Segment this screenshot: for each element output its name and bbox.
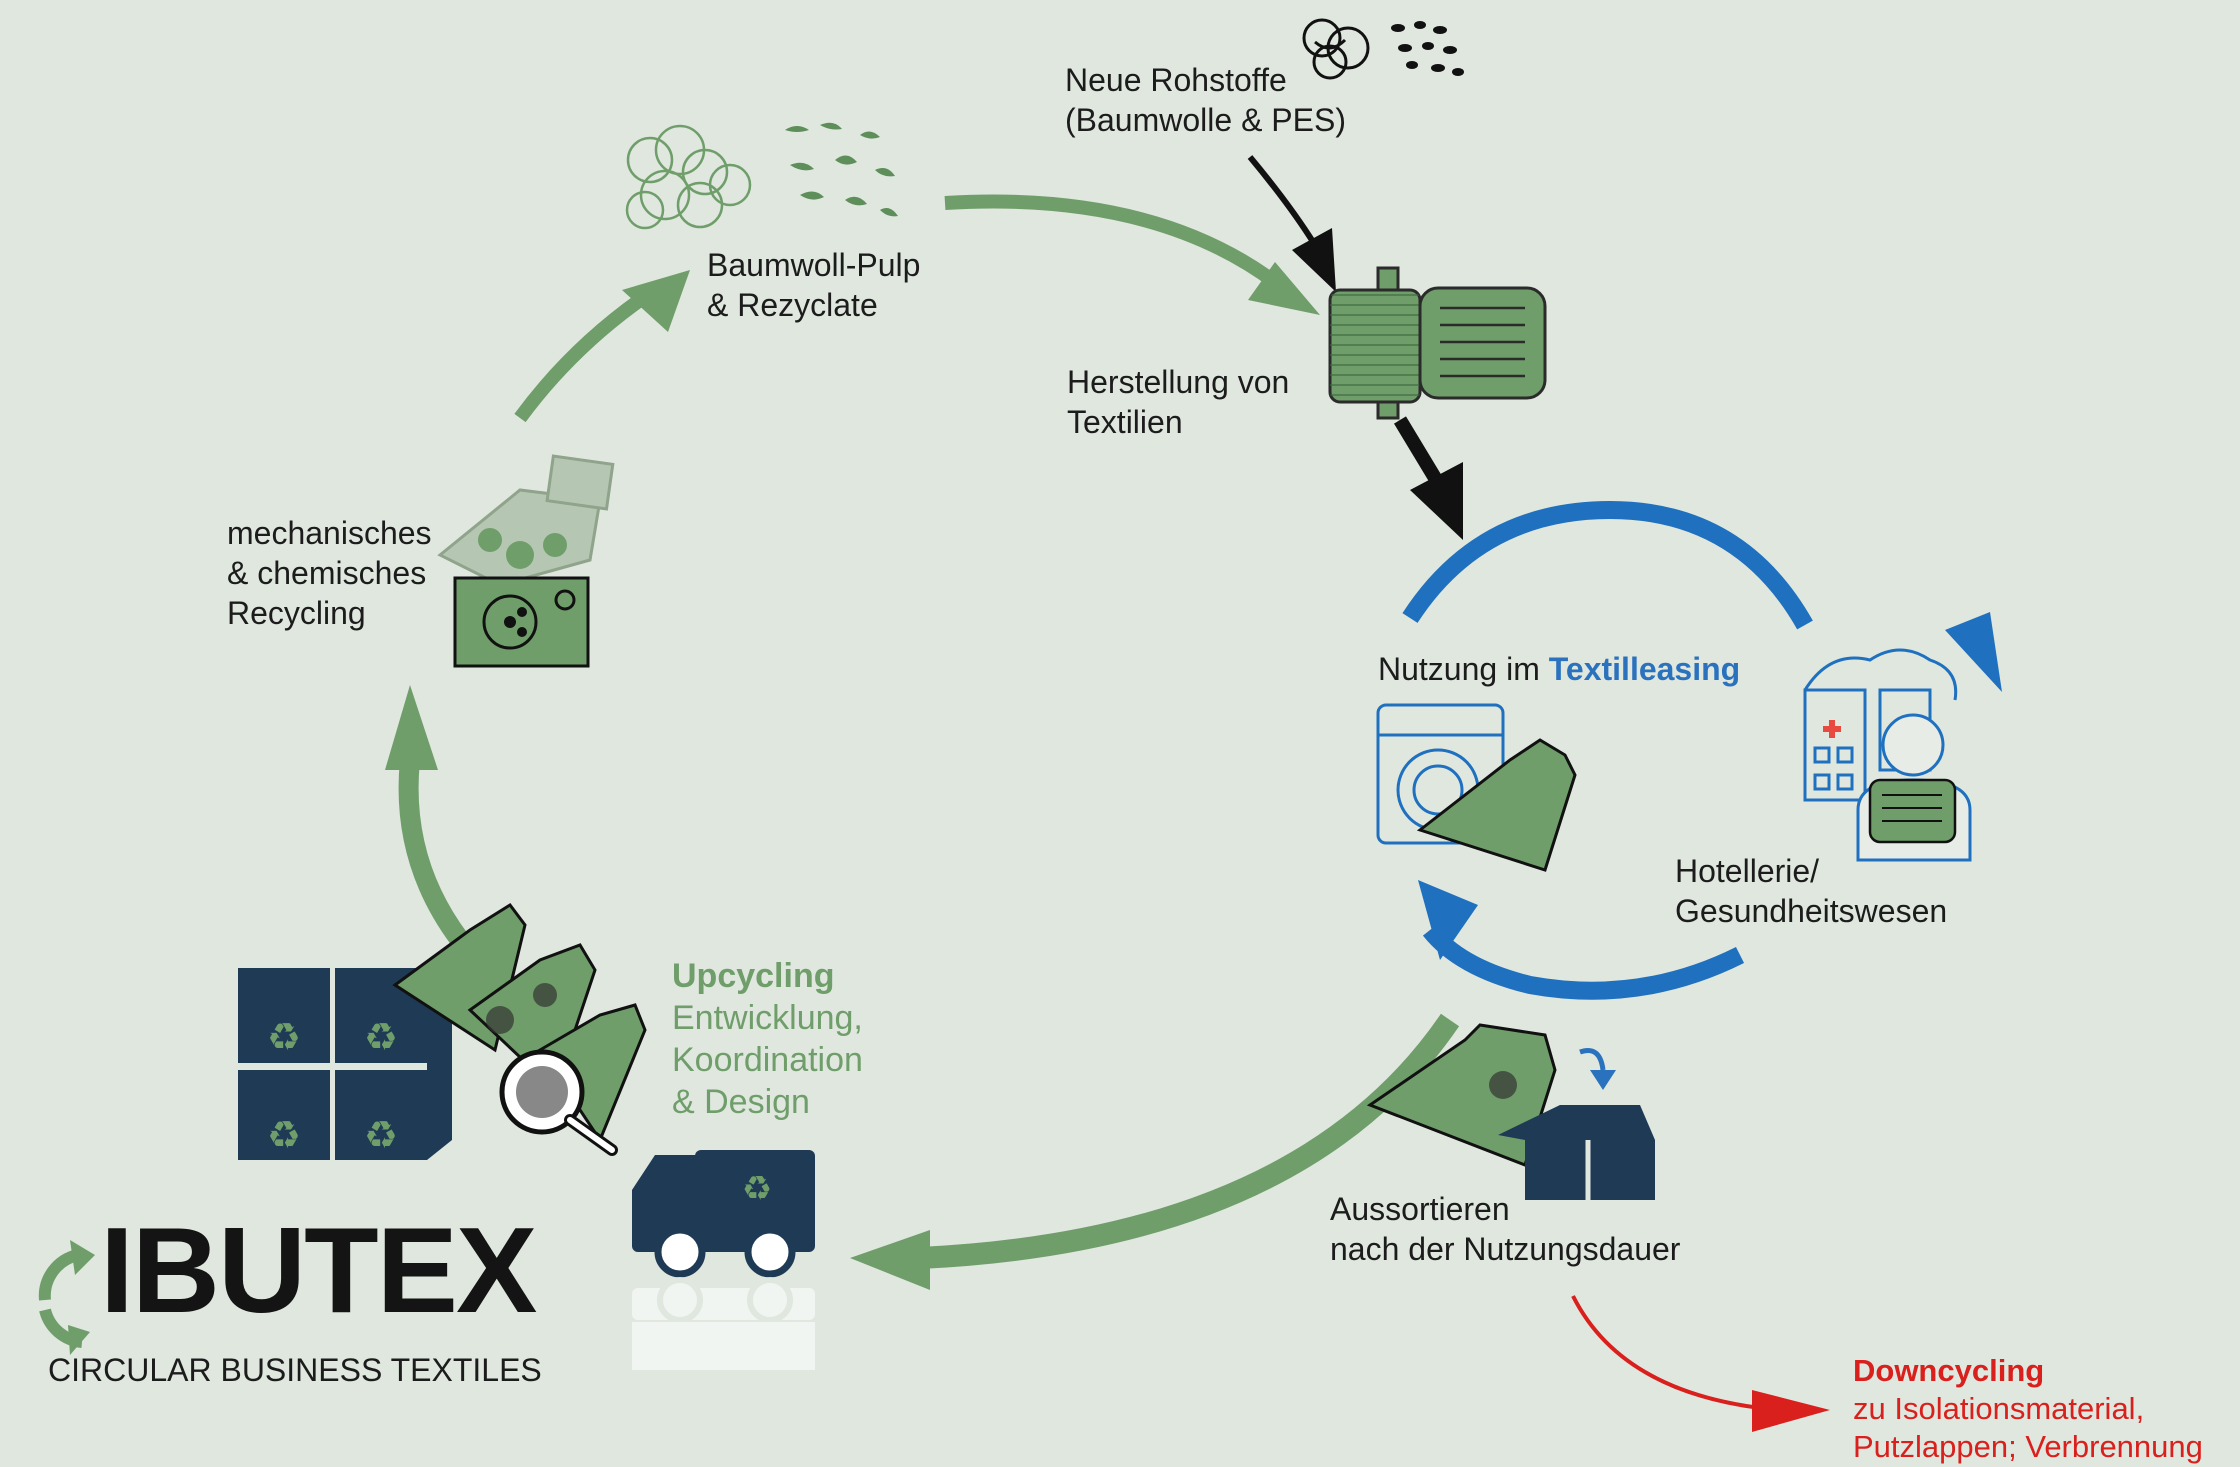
person-icon [1856, 713, 1972, 862]
svg-text:♻: ♻ [267, 1015, 301, 1059]
svg-text:♻: ♻ [267, 1113, 301, 1157]
upcycling-title: Upcycling [672, 957, 835, 995]
leasing-highlight: Textilleasing [1548, 651, 1741, 687]
downcycling-title: Downcycling [1853, 1353, 2045, 1388]
folded-fabric-icon [1418, 286, 1547, 400]
recycle-logo-icon [38, 1240, 95, 1355]
truck-reflection-icon [632, 1277, 815, 1370]
granulate-icon [1391, 21, 1464, 76]
svg-text:♻: ♻ [742, 1169, 772, 1209]
leasing-cycle-arrows [1402, 500, 2002, 1000]
yarn-spool-icon [1328, 266, 1422, 420]
truck-icon: ♻ [632, 1150, 815, 1278]
arrow-downcycling [1571, 1295, 1830, 1432]
recycling-label: mechanisches & chemisches Recycling [227, 515, 432, 631]
arrow-pulp-to-production [944, 194, 1320, 315]
leasing-prefix: Nutzung im [1378, 651, 1549, 687]
arrow-sorting-to-truck [850, 1013, 1460, 1290]
crates-icon: ♻ ♻ ♻ ♻ [238, 950, 452, 1160]
downcycling-label: Downcycling zu Isolationsmaterial, Putzl… [1853, 1353, 2203, 1464]
upcycling-label: Upcycling Entwicklung, Koordination & De… [672, 957, 863, 1121]
brand-tagline: CIRCULAR BUSINESS TEXTILES [48, 1352, 542, 1388]
arrow-production-to-leasing [1394, 416, 1463, 540]
svg-text:♻: ♻ [364, 1113, 398, 1157]
sorting-label: Aussortieren nach der Nutzungsdauer [1330, 1191, 1681, 1267]
box-icon [1498, 1048, 1655, 1200]
arrow-crates-to-recycling [385, 685, 469, 946]
brand-name: IBUTEX [100, 1202, 537, 1338]
svg-text:♻: ♻ [364, 1015, 398, 1059]
production-label: Herstellung von Textilien [1067, 364, 1290, 440]
magnifier-icon [499, 1049, 618, 1156]
cotton-pulp-icon [625, 124, 752, 230]
pulp-label: Baumwoll-Pulp & Rezyclate [707, 247, 921, 323]
towel-icon [1416, 738, 1577, 872]
recyclate-granulate-icon [785, 122, 898, 217]
raw-materials-label: Neue Rohstoffe (Baumwolle & PES) [1065, 62, 1346, 138]
sector-label: Hotellerie/ Gesundheitswesen [1675, 853, 1948, 929]
cotton-icon [1302, 18, 1370, 80]
leasing-label: Nutzung im Textilleasing [1378, 649, 1740, 689]
recycling-machine-icon [437, 454, 615, 668]
worn-garments-icon [392, 902, 647, 1144]
arrow-recycling-to-pulp [514, 270, 690, 423]
arrow-raw-to-production [1247, 155, 1336, 292]
hospital-cross-icon [1823, 720, 1841, 738]
